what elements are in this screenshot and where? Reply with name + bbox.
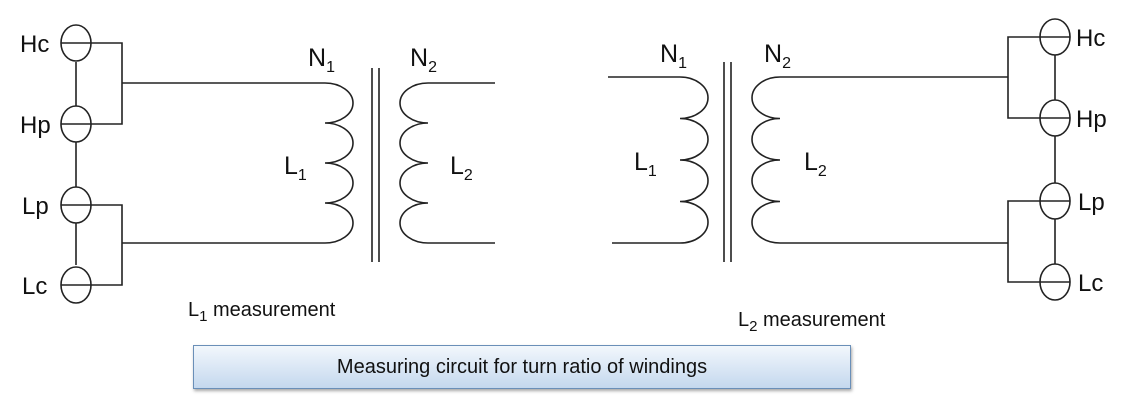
left-measurement-label: L1 measurement <box>188 299 336 325</box>
right-terminal-lc: Lc <box>1039 263 1103 301</box>
right-hc-hp-bracket <box>1007 36 1055 119</box>
left-lp-lc-bracket <box>76 204 123 286</box>
right-measurement-label: L2 measurement <box>738 309 886 335</box>
terminal-label-lp: Lp <box>1078 189 1105 216</box>
right-n2-label: N2 <box>764 40 791 72</box>
right-l2-label: L2 <box>804 148 827 180</box>
right-secondary-coil <box>751 76 781 244</box>
terminal-label-hc: Hc <box>1076 25 1105 52</box>
right-n1-label: N1 <box>660 40 687 72</box>
left-terminal-lp: Lp <box>22 186 92 224</box>
terminal-label-hc: Hc <box>20 31 49 58</box>
right-terminal-hp: Hp <box>1039 99 1107 137</box>
caption-box: Measuring circuit for turn ratio of wind… <box>193 345 851 389</box>
terminal-label-hp: Hp <box>20 112 51 139</box>
right-circuit: Hc Hp Lp Lc N1 N2 L1 L2 L2 measurement <box>608 18 1107 335</box>
left-terminal-lc: Lc <box>22 266 92 304</box>
left-n2-label: N2 <box>410 44 437 76</box>
left-circuit: Hc Hp Lp Lc N1 N2 L1 L2 L1 measurement <box>20 24 495 325</box>
left-n1-label: N1 <box>308 44 335 76</box>
left-terminal-hc: Hc <box>20 24 92 62</box>
terminal-label-hp: Hp <box>1076 106 1107 133</box>
left-l2-label: L2 <box>450 152 473 184</box>
left-terminal-hp: Hp <box>20 105 92 143</box>
right-terminal-lp: Lp <box>1039 182 1105 220</box>
left-secondary-coil <box>399 82 429 244</box>
right-primary-coil <box>679 76 709 244</box>
terminal-label-lc: Lc <box>1078 270 1103 297</box>
left-l1-label: L1 <box>284 152 307 184</box>
left-primary-coil <box>324 82 354 244</box>
terminal-label-lp: Lp <box>22 193 49 220</box>
right-terminal-hc: Hc <box>1039 18 1105 56</box>
right-l1-label: L1 <box>634 148 657 180</box>
terminal-label-lc: Lc <box>22 273 47 300</box>
caption-text: Measuring circuit for turn ratio of wind… <box>336 355 708 378</box>
right-lp-lc-bracket <box>1007 200 1055 283</box>
